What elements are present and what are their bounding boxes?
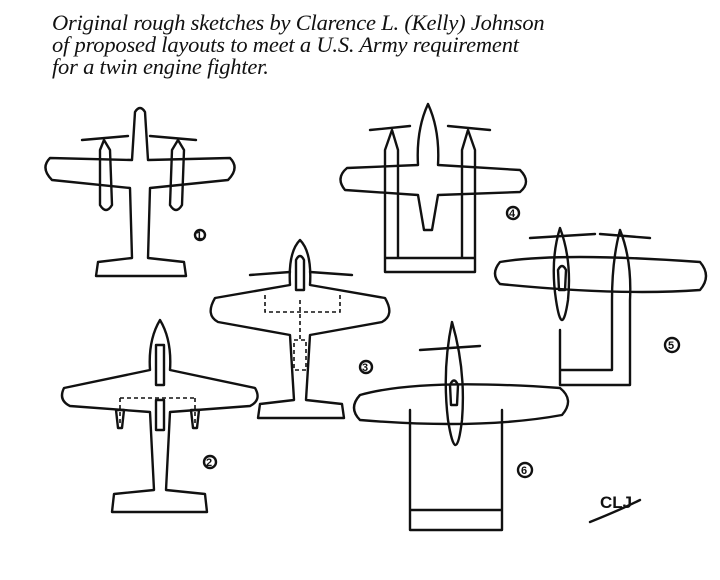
sketch-2-aircraft: 2	[60, 318, 259, 514]
sketch-3-aircraft: 3	[209, 238, 391, 420]
sketch-label-4: 4	[509, 208, 516, 220]
sketch-1-aircraft: 1	[44, 106, 236, 278]
caption-line-1: Original rough sketches by Clarence L. (…	[52, 10, 545, 35]
sketch-label-5: 5	[668, 340, 674, 352]
sketch-label-2: 2	[206, 457, 212, 469]
sketch-6-aircraft: 6	[352, 320, 570, 532]
sketch-label-1: 1	[196, 230, 202, 242]
sketch-4-aircraft: 4	[339, 102, 528, 274]
sketch-label-6: 6	[521, 465, 527, 477]
caption-line-2: of proposed layouts to meet a U.S. Army …	[52, 32, 519, 57]
signature: CLJ	[588, 493, 642, 524]
caption: Original rough sketches by Clarence L. (…	[52, 10, 702, 79]
sketch-5-aircraft: 5	[493, 226, 708, 387]
caption-line-3: for a twin engine fighter.	[52, 54, 269, 79]
signature-text: CLJ	[600, 493, 632, 512]
sketch-label-3: 3	[362, 362, 368, 374]
